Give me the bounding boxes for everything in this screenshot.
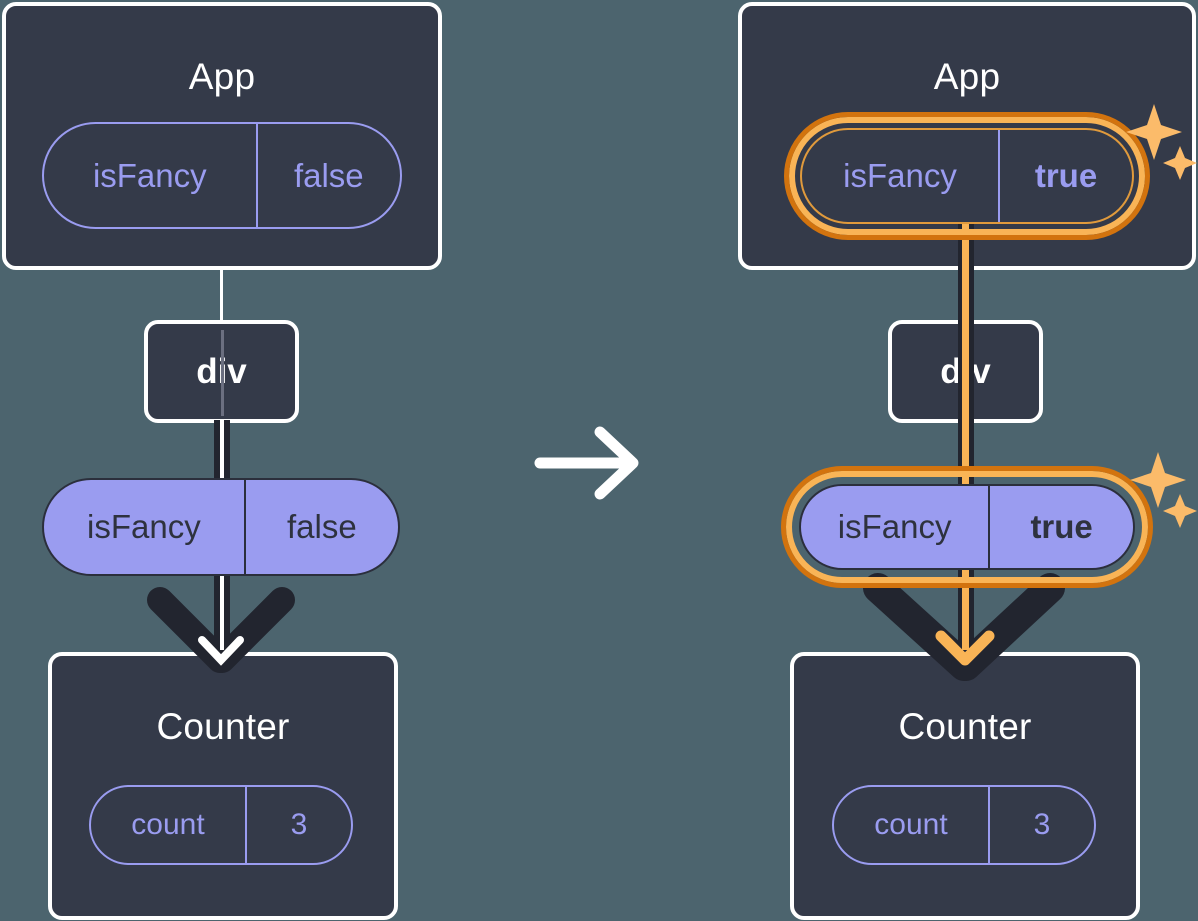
right-app-state-value: true (1034, 157, 1098, 194)
left-counter-state-key: count (91, 787, 247, 863)
left-prop-pill[interactable]: isFancy false (42, 478, 400, 576)
right-counter-state-value: 3 (1033, 808, 1051, 841)
left-app-state-key: isFancy (44, 124, 258, 227)
right-prop-value: true (1030, 508, 1093, 545)
left-counter-state-value: 3 (290, 808, 308, 841)
left-app-title: App (188, 56, 256, 97)
left-connector-app-to-div (220, 268, 223, 322)
right-flow-arrow (863, 573, 1065, 681)
left-prop-value: false (287, 508, 357, 545)
left-app-state-value: false (293, 156, 364, 194)
right-connector-core (962, 224, 969, 650)
right-app-title: App (933, 56, 1001, 97)
right-prop-sparkle-icon (1130, 452, 1197, 528)
left-flow-arrowhead (198, 636, 244, 666)
right-counter-state-key: count (834, 787, 990, 863)
left-connector-through-div (220, 330, 224, 416)
right-prop-key: isFancy (801, 486, 991, 568)
right-counter-title: Counter (898, 706, 1032, 747)
left-counter-state-pill[interactable]: count 3 (89, 785, 353, 865)
left-app-state-pill[interactable]: isFancy false (42, 122, 402, 229)
right-app-state-key: isFancy (802, 130, 1000, 222)
right-flow-arrowhead (935, 630, 995, 666)
right-app-state-pill[interactable]: isFancy true (800, 128, 1134, 224)
left-prop-key: isFancy (44, 480, 246, 574)
left-counter-title: Counter (156, 706, 290, 747)
right-prop-pill[interactable]: isFancy true (799, 484, 1135, 570)
right-counter-state-pill[interactable]: count 3 (832, 785, 1096, 865)
right-app-sparkle-icon (1126, 104, 1197, 180)
transition-arrow-right-icon (534, 426, 639, 500)
